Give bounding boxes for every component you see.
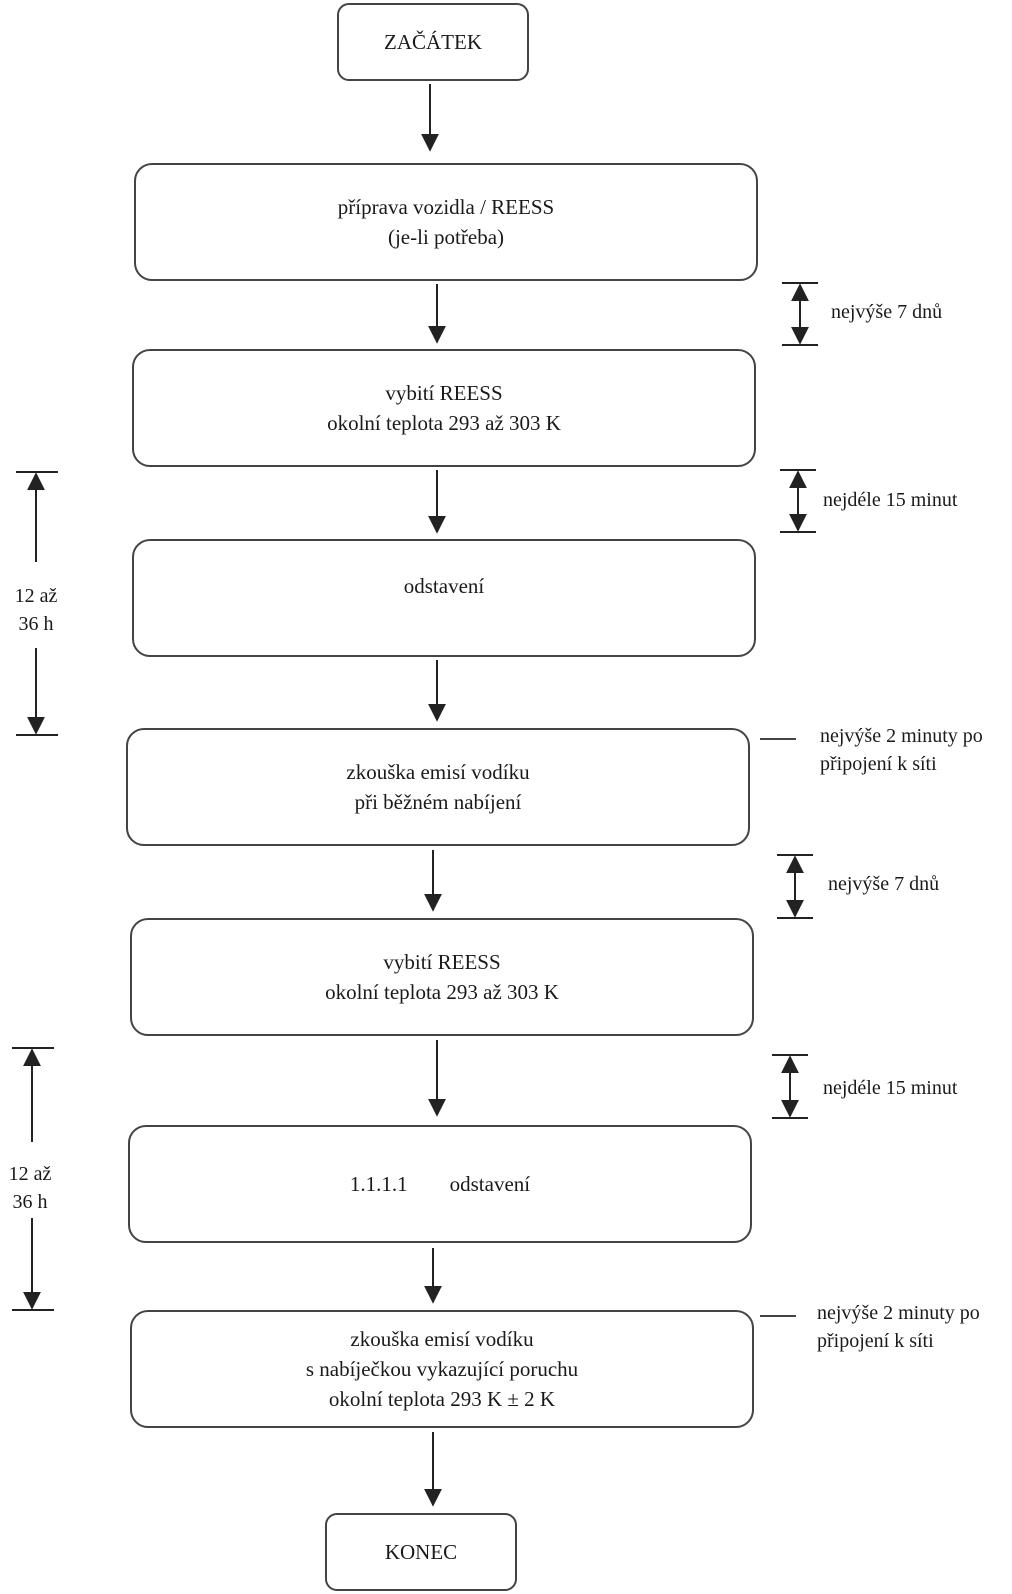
step-4-line-2: při běžném nabíjení <box>354 790 522 814</box>
step-soak-2: 1.1.1.1 odstavení <box>128 1125 752 1243</box>
step-hydrogen-test-faulty-charger: zkouška emisí vodíku s nabíječkou vykazu… <box>130 1310 754 1428</box>
step-1-line-1: příprava vozidla / REESS <box>337 195 555 219</box>
step-soak-1: odstavení <box>132 539 756 657</box>
interval-label-max-15-minutes-1: nejdéle 15 minut <box>823 489 958 511</box>
soak-duration-2-line-1: 12 až <box>8 1163 52 1185</box>
soak-duration-label-2: 12 až 36 h <box>0 1160 60 1216</box>
interval-label-max-7-days-1: nejvýše 7 dnů <box>831 301 943 323</box>
step-5-line-1: vybití REESS <box>383 950 501 974</box>
soak-duration-1-line-1: 12 až <box>14 585 58 607</box>
interval-leader-line-1 <box>760 738 796 740</box>
interval-label-max-2-minutes-2-line-2: připojení k síti <box>817 1330 934 1352</box>
interval-leader-line-2 <box>760 1315 796 1317</box>
soak-duration-1-line-2: 36 h <box>18 613 54 635</box>
step-vehicle-preparation: příprava vozidla / REESS (je-li potřeba) <box>134 163 758 281</box>
start-node: ZAČÁTEK <box>337 3 529 81</box>
soak-duration-label-1: 12 až 36 h <box>6 582 66 638</box>
interval-label-max-7-days-2: nejvýše 7 dnů <box>828 873 940 895</box>
step-5-line-2: okolní teplota 293 až 303 K <box>325 980 559 1004</box>
interval-label-max-2-minutes-1-line-1: nejvýše 2 minuty po <box>820 725 983 747</box>
step-6-line-1: 1.1.1.1 odstavení <box>349 1172 531 1196</box>
step-4-line-1: zkouška emisí vodíku <box>346 760 530 784</box>
step-2-line-1: vybití REESS <box>385 381 503 405</box>
step-1-line-2: (je-li potřeba) <box>387 225 505 249</box>
end-node: KONEC <box>325 1513 517 1591</box>
step-reess-discharge-2: vybití REESS okolní teplota 293 až 303 K <box>130 918 754 1036</box>
interval-label-max-2-minutes-1: nejvýše 2 minuty po připojení k síti <box>820 722 983 778</box>
interval-label-max-15-minutes-2: nejdéle 15 minut <box>823 1077 958 1099</box>
step-hydrogen-test-normal-charge: zkouška emisí vodíku při běžném nabíjení <box>126 728 750 846</box>
step-7-line-1: zkouška emisí vodíku <box>350 1327 534 1351</box>
step-2-line-2: okolní teplota 293 až 303 K <box>327 411 561 435</box>
step-7-line-2: s nabíječkou vykazující poruchu <box>305 1357 579 1381</box>
interval-label-max-2-minutes-2-line-1: nejvýše 2 minuty po <box>817 1302 980 1324</box>
step-3-line-1: odstavení <box>403 574 485 598</box>
step-reess-discharge-1: vybití REESS okolní teplota 293 až 303 K <box>132 349 756 467</box>
soak-duration-2-line-2: 36 h <box>12 1191 48 1213</box>
start-label: ZAČÁTEK <box>384 30 482 54</box>
interval-label-max-2-minutes-1-line-2: připojení k síti <box>820 753 937 775</box>
step-7-line-3: okolní teplota 293 K ± 2 K <box>328 1387 556 1411</box>
end-label: KONEC <box>384 1540 458 1564</box>
interval-label-max-2-minutes-2: nejvýše 2 minuty po připojení k síti <box>817 1299 980 1355</box>
